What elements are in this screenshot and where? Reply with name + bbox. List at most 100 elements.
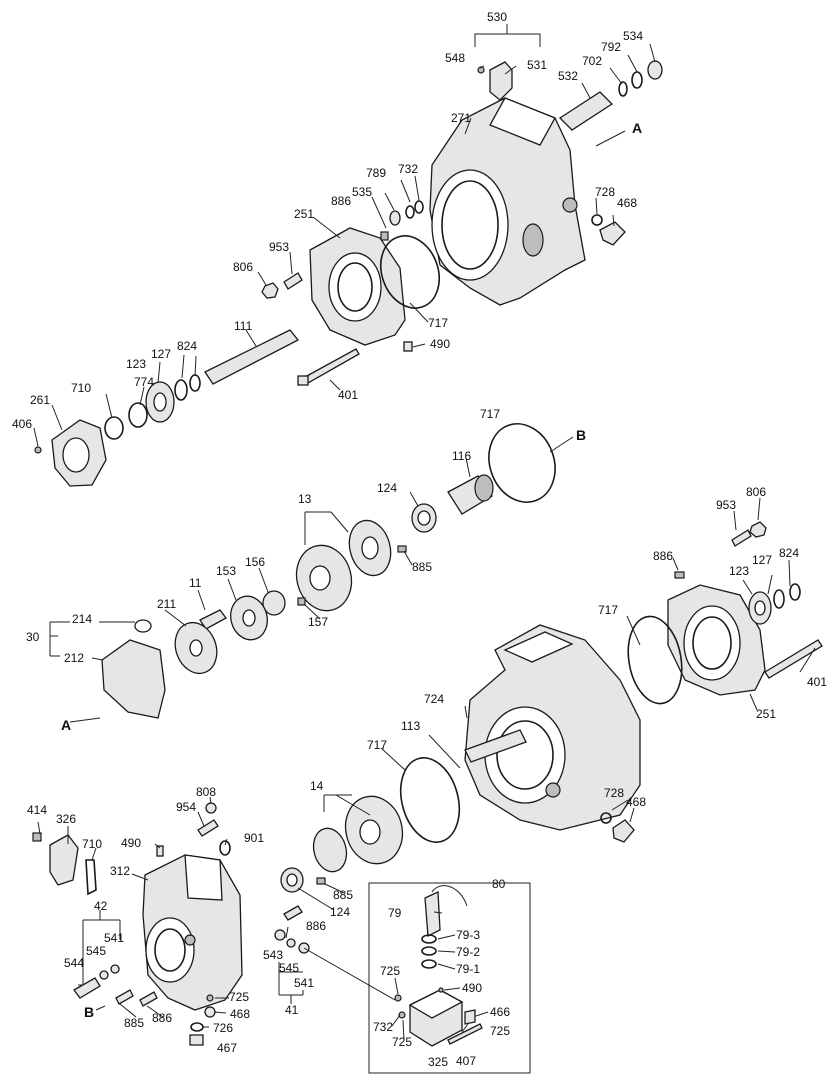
- label-886-right: 886: [653, 549, 673, 563]
- label-545-left: 545: [86, 944, 106, 958]
- label-325: 325: [428, 1055, 448, 1069]
- label-B-bottom: B: [84, 1004, 94, 1020]
- label-113: 113: [401, 719, 420, 733]
- label-886-bottom: 886: [152, 1011, 172, 1025]
- label-271: 271: [451, 111, 471, 125]
- label-124-mid: 124: [377, 481, 397, 495]
- label-153: 153: [216, 564, 236, 578]
- solenoid-valve-box-80: [368, 882, 531, 1074]
- label-792: 792: [601, 40, 621, 54]
- label-717-right: 717: [598, 603, 618, 617]
- label-535: 535: [352, 185, 372, 199]
- label-123-top: 123: [126, 357, 146, 371]
- label-717-mid: 717: [480, 407, 500, 421]
- label-A-top: A: [632, 120, 642, 136]
- label-111: 111: [234, 319, 253, 333]
- label-80: 80: [492, 877, 506, 891]
- label-901: 901: [244, 831, 264, 845]
- label-124-lower: 124: [330, 905, 350, 919]
- valve-block-312: [142, 854, 243, 1011]
- label-885-mid: 885: [412, 560, 432, 574]
- spline-coupling-116: [447, 474, 494, 515]
- label-156: 156: [245, 555, 265, 569]
- label-541-left: 541: [104, 931, 124, 945]
- label-127-right: 127: [752, 553, 772, 567]
- label-414: 414: [27, 803, 47, 817]
- label-212: 212: [64, 651, 84, 665]
- label-13: 13: [298, 492, 312, 506]
- label-B-top: B: [576, 427, 586, 443]
- label-214: 214: [72, 612, 92, 626]
- label-531: 531: [527, 58, 547, 72]
- label-774: 774: [134, 375, 154, 389]
- label-806-top: 806: [233, 260, 253, 274]
- label-725-box-a: 725: [380, 964, 400, 978]
- label-534: 534: [623, 29, 643, 43]
- label-725-box-c: 725: [392, 1035, 412, 1049]
- label-885-bottom: 885: [124, 1016, 144, 1030]
- label-490-lower: 490: [121, 836, 141, 850]
- label-251-right: 251: [756, 707, 776, 721]
- pump-casing-271: [429, 97, 586, 306]
- label-467: 467: [217, 1041, 237, 1055]
- label-11: 11: [189, 576, 202, 590]
- label-468-bottom: 468: [230, 1007, 250, 1021]
- label-544: 544: [64, 956, 84, 970]
- label-407: 407: [456, 1054, 476, 1068]
- plate-261: [51, 419, 107, 487]
- label-251-top: 251: [294, 207, 314, 221]
- swash-plate-212: [101, 619, 166, 719]
- label-406: 406: [12, 417, 32, 431]
- label-116: 116: [452, 449, 471, 463]
- label-42: 42: [94, 899, 108, 913]
- label-490-top: 490: [430, 337, 450, 351]
- label-468-top: 468: [617, 196, 637, 210]
- label-728-right: 728: [604, 786, 624, 800]
- label-886-pin: 886: [306, 919, 326, 933]
- block-531: [477, 61, 513, 101]
- label-79: 79: [388, 906, 402, 920]
- label-732-box: 732: [373, 1020, 393, 1034]
- label-953-top: 953: [269, 240, 289, 254]
- label-710-top: 710: [71, 381, 91, 395]
- label-541-right: 541: [294, 976, 314, 990]
- fitting-532: [558, 60, 663, 131]
- label-789: 789: [366, 166, 386, 180]
- label-326: 326: [56, 812, 76, 826]
- label-312: 312: [110, 864, 130, 878]
- pump-casing-main: [464, 624, 641, 831]
- label-466: 466: [490, 1005, 510, 1019]
- label-717-lower: 717: [367, 738, 387, 752]
- label-808: 808: [196, 785, 216, 799]
- label-123-right: 123: [729, 564, 749, 578]
- label-127-top: 127: [151, 347, 171, 361]
- label-14: 14: [310, 779, 324, 793]
- label-824-top: 824: [177, 339, 197, 353]
- label-953-right: 953: [716, 498, 736, 512]
- label-A-bottom: A: [61, 717, 71, 733]
- label-954: 954: [176, 800, 196, 814]
- label-885-lower: 885: [333, 888, 353, 902]
- label-725-bottom: 725: [229, 990, 249, 1004]
- label-717-top: 717: [428, 316, 448, 330]
- label-702: 702: [582, 54, 602, 68]
- label-710-lower: 710: [82, 837, 102, 851]
- label-532: 532: [558, 69, 578, 83]
- label-468-right: 468: [626, 795, 646, 809]
- label-726: 726: [213, 1021, 233, 1035]
- label-545-right: 545: [279, 961, 299, 975]
- label-725-box-b: 725: [490, 1024, 510, 1038]
- label-41: 41: [285, 1003, 299, 1017]
- label-824-right: 824: [779, 546, 799, 560]
- label-806-right: 806: [746, 485, 766, 499]
- label-401-top: 401: [338, 388, 358, 402]
- label-724: 724: [424, 692, 444, 706]
- label-728-top: 728: [595, 185, 615, 199]
- label-261: 261: [30, 393, 50, 407]
- label-79-3: 79-3: [456, 928, 480, 942]
- label-732-top: 732: [398, 162, 418, 176]
- label-886-top: 886: [331, 194, 351, 208]
- cover-251: [309, 227, 406, 346]
- label-211: 211: [157, 597, 176, 611]
